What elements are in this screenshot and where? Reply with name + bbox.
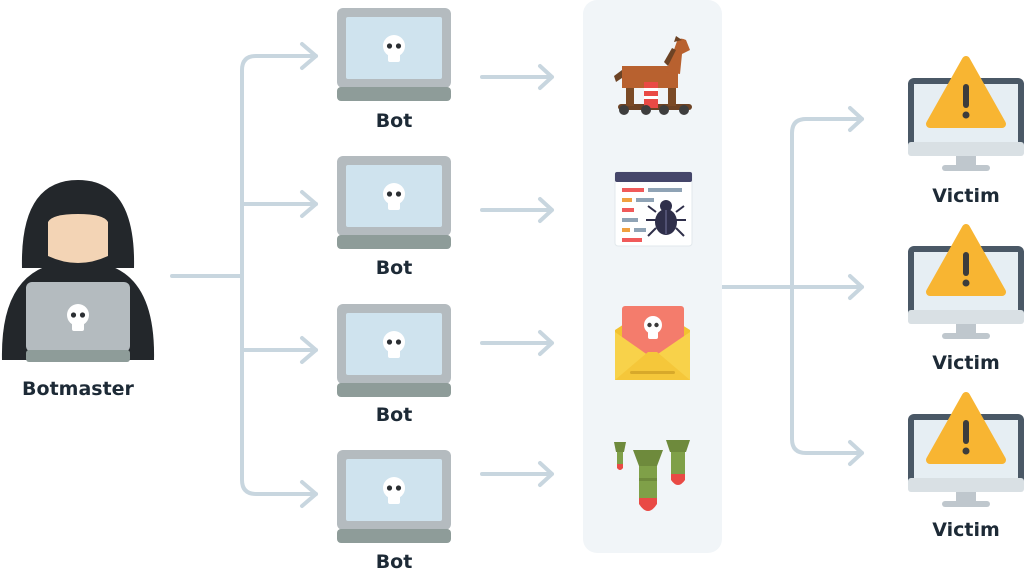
bot-label: Bot — [375, 110, 413, 132]
attack-methods-panel — [583, 0, 722, 553]
connector-bot-panel-1 — [480, 64, 554, 90]
bot-laptop-icon — [337, 156, 451, 249]
bot-laptop-icon — [337, 450, 451, 543]
bombs-icon — [614, 440, 690, 511]
botmaster-label: Botmaster — [22, 378, 134, 400]
botmaster-hacker-icon — [1, 180, 155, 362]
phishing-email-icon — [615, 306, 690, 380]
malware-code-bug-icon — [614, 171, 693, 247]
arrowheads-bots — [300, 42, 318, 508]
connector-bot-4 — [240, 348, 318, 496]
connectors — [170, 42, 864, 508]
bot-label: Bot — [375, 551, 413, 573]
connector-bot-panel-4 — [480, 461, 554, 487]
bot-laptop-icon — [337, 8, 451, 101]
connector-victim-3 — [790, 285, 864, 455]
bot-laptop-icon — [337, 304, 451, 397]
victim-label: Victim — [932, 185, 1000, 207]
victim-monitor-warning-icon — [908, 60, 1024, 171]
connector-victim-1 — [790, 117, 864, 289]
victim-label: Victim — [932, 352, 1000, 374]
connector-bot-panel-3 — [480, 330, 554, 356]
connector-bot-panel-2 — [480, 197, 554, 223]
trojan-horse-icon — [614, 36, 692, 115]
connector-bot-1 — [240, 54, 318, 278]
victim-monitor-warning-icon — [908, 228, 1024, 339]
victim-label: Victim — [932, 519, 1000, 541]
victim-monitor-warning-icon — [908, 396, 1024, 507]
bot-label: Bot — [375, 404, 413, 426]
arrowheads-victims — [848, 106, 864, 466]
bot-label: Bot — [375, 257, 413, 279]
